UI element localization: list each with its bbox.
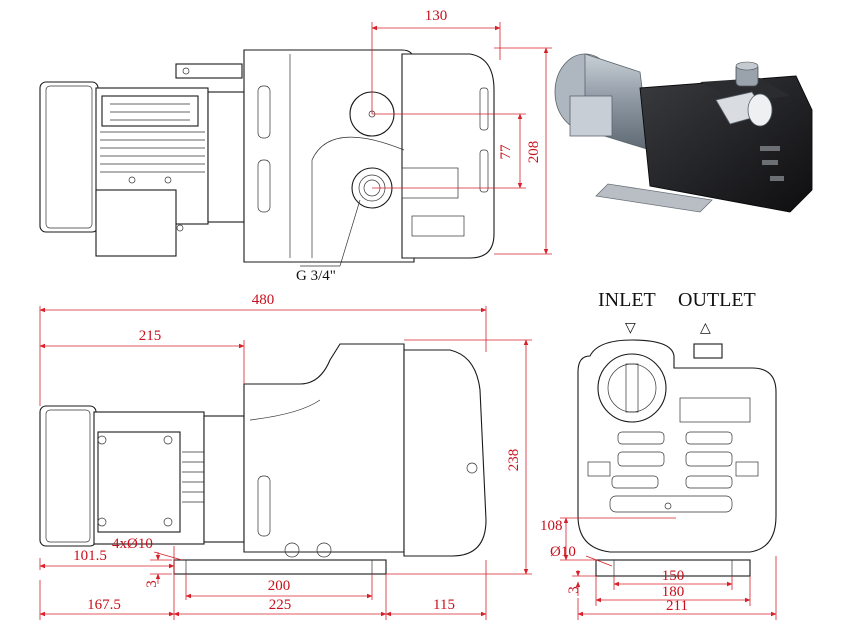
front-view-dimensions: 108 Ø10 3 150 180 211 xyxy=(540,517,777,620)
dim-port-spacing: 130 xyxy=(425,8,448,24)
dim-front-hole-spacing: 150 xyxy=(662,568,685,584)
dim-hole-diameter: Ø10 xyxy=(550,544,576,560)
dim-hole-count: 4xØ10 xyxy=(112,536,153,552)
dim-hole-spacing: 200 xyxy=(268,578,291,594)
top-view-dimensions: 130 77 208 G 3/4" xyxy=(296,8,552,284)
dim-base-height: 108 xyxy=(540,518,563,534)
dim-foot-thickness: 3 xyxy=(144,580,160,588)
side-view-drawing xyxy=(39,343,487,575)
dim-motor-length: 215 xyxy=(139,328,162,344)
dim-rear-overhang: 115 xyxy=(433,597,455,613)
outlet-label: OUTLET xyxy=(678,289,756,311)
dim-foot-length: 225 xyxy=(269,597,292,613)
front-view-drawing: INLET OUTLET ▽ △ xyxy=(577,289,777,577)
dim-front-foot-thickness: 3 xyxy=(566,586,582,594)
dim-port-offset: 77 xyxy=(498,144,514,160)
inlet-marker: ▽ xyxy=(625,320,636,336)
thread-label: G 3/4" xyxy=(296,268,336,284)
dim-motor-overhang: 101.5 xyxy=(73,548,107,564)
inlet-label: INLET xyxy=(598,289,656,311)
dim-overall-length: 480 xyxy=(252,292,275,308)
dim-overall-width: 211 xyxy=(666,598,688,614)
outlet-marker: △ xyxy=(700,320,711,336)
dim-front-overhang: 167.5 xyxy=(87,597,121,613)
dim-height: 238 xyxy=(506,449,522,472)
top-view-drawing xyxy=(39,49,495,263)
dim-depth: 208 xyxy=(526,141,542,164)
side-view-dimensions: 480 215 238 4xØ10 101.5 3 200 225 167.5 … xyxy=(39,292,532,620)
dim-foot-width: 180 xyxy=(662,584,685,600)
pump-3d-render xyxy=(554,53,813,213)
